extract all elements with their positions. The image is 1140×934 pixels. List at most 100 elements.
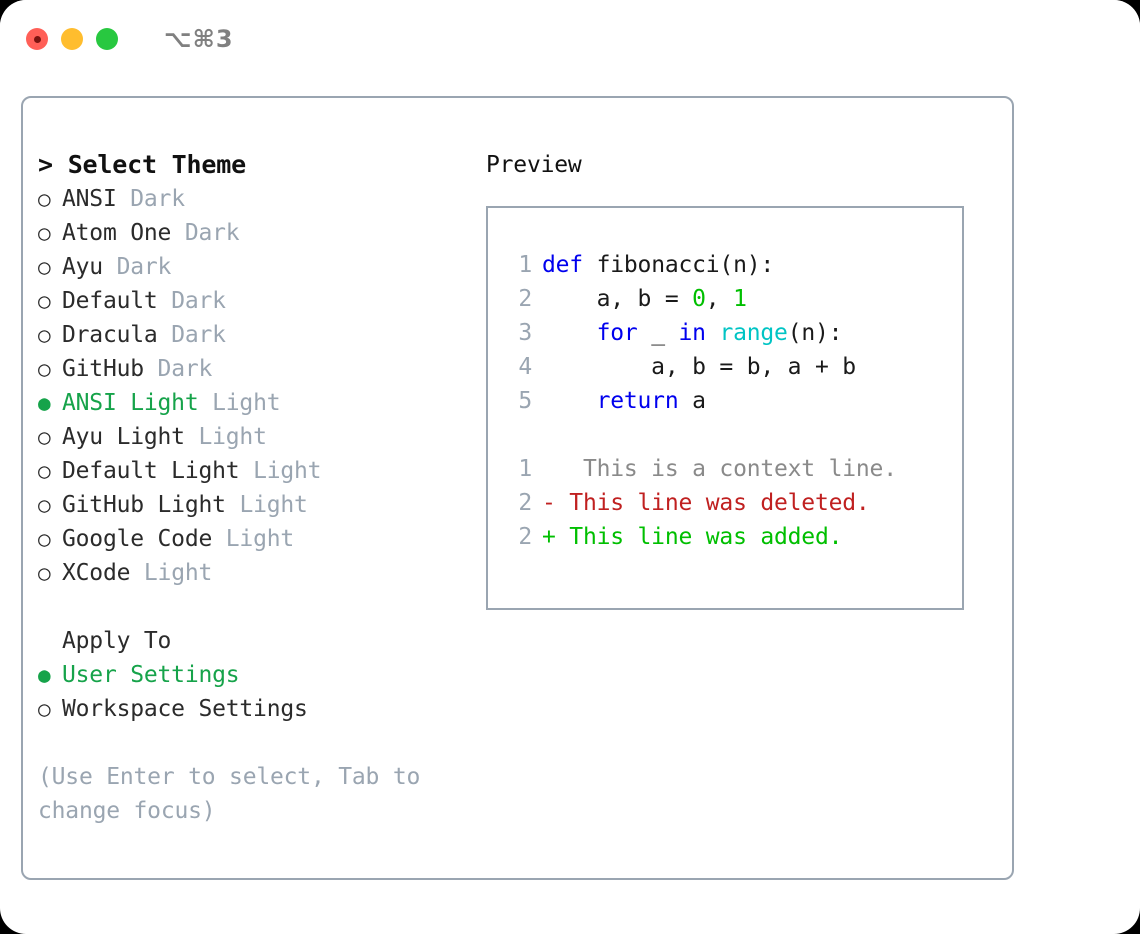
code-token-def: _: [637, 320, 679, 346]
radio-unselected-icon: ○: [38, 527, 51, 551]
code-line-number: 3: [518, 320, 532, 346]
theme-option-label: XCode: [62, 560, 131, 586]
label-gap: [239, 454, 253, 488]
code-line-content: a, b = 0, 1: [542, 282, 747, 316]
theme-option-label: ANSI Light: [62, 390, 199, 416]
code-line-content: for _ in range(n):: [542, 316, 843, 350]
radio-unselected-icon: ○: [38, 425, 51, 449]
label-gap: [158, 318, 172, 352]
label-gap: [198, 386, 212, 420]
code-token-def: [542, 320, 597, 346]
theme-option-label: Atom One: [62, 220, 172, 246]
theme-option-kind: Dark: [171, 288, 226, 314]
theme-option-ansi-light[interactable]: ●ANSI Light Light: [38, 386, 485, 420]
theme-option-xcode[interactable]: ○XCode Light: [38, 556, 485, 590]
diff-line-number: 2: [518, 524, 532, 550]
theme-option-github-light[interactable]: ○GitHub Light Light: [38, 488, 485, 522]
code-line: 1 def fibonacci(n):: [508, 248, 962, 282]
theme-option-atom-one[interactable]: ○ Atom One Dark: [38, 216, 485, 250]
diff-line-number: 1: [518, 456, 532, 482]
theme-option-kind: Dark: [130, 186, 185, 212]
theme-option-kind: Light: [225, 526, 295, 552]
code-token-def: a, b =: [542, 286, 693, 312]
diff-line-content-ctx: This is a context line.: [542, 452, 897, 486]
apply-to-heading: Apply To: [62, 628, 172, 654]
theme-option-kind: Dark: [184, 220, 240, 246]
code-token-num: 1: [733, 286, 747, 312]
code-line-content: def fibonacci(n):: [542, 248, 774, 282]
apply-to-option-workspace-settings[interactable]: ○ Workspace Settings: [38, 692, 485, 726]
diff-marker: [542, 456, 556, 482]
radio-unselected-icon: ○: [38, 255, 51, 279]
label-gap: [226, 488, 240, 522]
code-token-kw: return: [596, 388, 679, 414]
radio-unselected-icon: ○: [38, 221, 51, 245]
theme-option-ansi[interactable]: ○ ANSI Dark: [38, 182, 485, 216]
diff-marker: -: [542, 490, 556, 516]
theme-option-ayu-light[interactable]: ○ Ayu Light Light: [38, 420, 485, 454]
title-bar: ⌥⌘3: [0, 0, 1140, 78]
code-token-num: 0: [692, 286, 706, 312]
close-window-button[interactable]: [26, 28, 48, 50]
apply-to-option-user-settings[interactable]: ● User Settings: [38, 658, 485, 692]
theme-option-default[interactable]: ○Default Dark: [38, 284, 485, 318]
code-line-number: 1: [518, 252, 532, 278]
radio-unselected-icon: ○: [38, 187, 51, 211]
code-token-kw: in: [678, 320, 706, 346]
theme-option-default-light[interactable]: ○ Default Light Light: [38, 454, 485, 488]
preview-heading: Preview: [486, 152, 582, 178]
theme-option-ayu[interactable]: ○Ayu Dark: [38, 250, 485, 284]
code-line-number: 4: [518, 354, 532, 380]
keyboard-hint-text: (Use Enter to select, Tab to change focu…: [38, 764, 421, 824]
radio-selected-icon: ●: [38, 663, 51, 687]
diff-marker: +: [542, 524, 556, 550]
label-gap: [103, 250, 117, 284]
theme-option-kind: Dark: [171, 322, 226, 348]
maximize-window-button[interactable]: [96, 28, 118, 50]
code-line: 5 return a: [508, 384, 962, 418]
list-spacer: [38, 590, 485, 624]
theme-option-kind: Light: [253, 458, 322, 484]
code-token-def: (n):: [787, 320, 843, 346]
apply-to-option-label: User Settings: [62, 662, 240, 688]
radio-unselected-icon: ○: [38, 493, 51, 517]
theme-list[interactable]: ○ANSI Dark○Atom One Dark○Ayu Dark○Defaul…: [38, 182, 485, 590]
diff-line-number: 2: [518, 490, 532, 516]
radio-unselected-icon: ○: [38, 697, 51, 721]
theme-picker-panel: > Select Theme ○ANSI Dark○Atom One Dark○…: [21, 96, 1014, 880]
theme-option-label: Default: [62, 288, 158, 314]
code-line-number: 5: [518, 388, 532, 414]
theme-option-label: GitHub Light: [62, 492, 226, 518]
theme-option-github[interactable]: ○GitHub Dark: [38, 352, 485, 386]
theme-option-label: Default Light: [62, 458, 240, 484]
radio-unselected-icon: ○: [38, 459, 51, 483]
label-gap: [171, 216, 185, 250]
apply-to-list[interactable]: ● User Settings ○ Workspace Settings: [38, 658, 485, 726]
diff-line-content-add: + This line was added.: [542, 520, 842, 554]
label-gap: [117, 182, 131, 216]
theme-option-dracula[interactable]: ○Dracula Dark: [38, 318, 485, 352]
code-line: 3 for _ in range(n):: [508, 316, 962, 350]
diff-text: This is a context line.: [555, 456, 897, 482]
minimize-window-button[interactable]: [61, 28, 83, 50]
label-gap: [212, 522, 226, 556]
apply-to-option-label: Workspace Settings: [62, 696, 308, 722]
theme-option-kind: Light: [198, 424, 267, 450]
code-line: 2 a, b = 0, 1: [508, 282, 962, 316]
theme-option-label: Ayu: [62, 254, 103, 280]
label-gap: [130, 556, 144, 590]
theme-option-label: ANSI: [62, 186, 117, 212]
diff-sample: 1 This is a context line.2- This line wa…: [508, 452, 962, 554]
diff-line: 2- This line was deleted.: [508, 486, 962, 520]
code-token-def: fibonacci(n):: [582, 252, 775, 278]
code-token-def: [542, 388, 597, 414]
theme-option-label: Ayu Light: [62, 424, 185, 450]
theme-option-google-code[interactable]: ○Google Code Light: [38, 522, 485, 556]
radio-unselected-icon: ○: [38, 323, 51, 347]
keyboard-shortcut-label: ⌥⌘3: [164, 25, 234, 53]
theme-option-kind: Light: [212, 390, 281, 416]
diff-line: 1 This is a context line.: [508, 452, 962, 486]
